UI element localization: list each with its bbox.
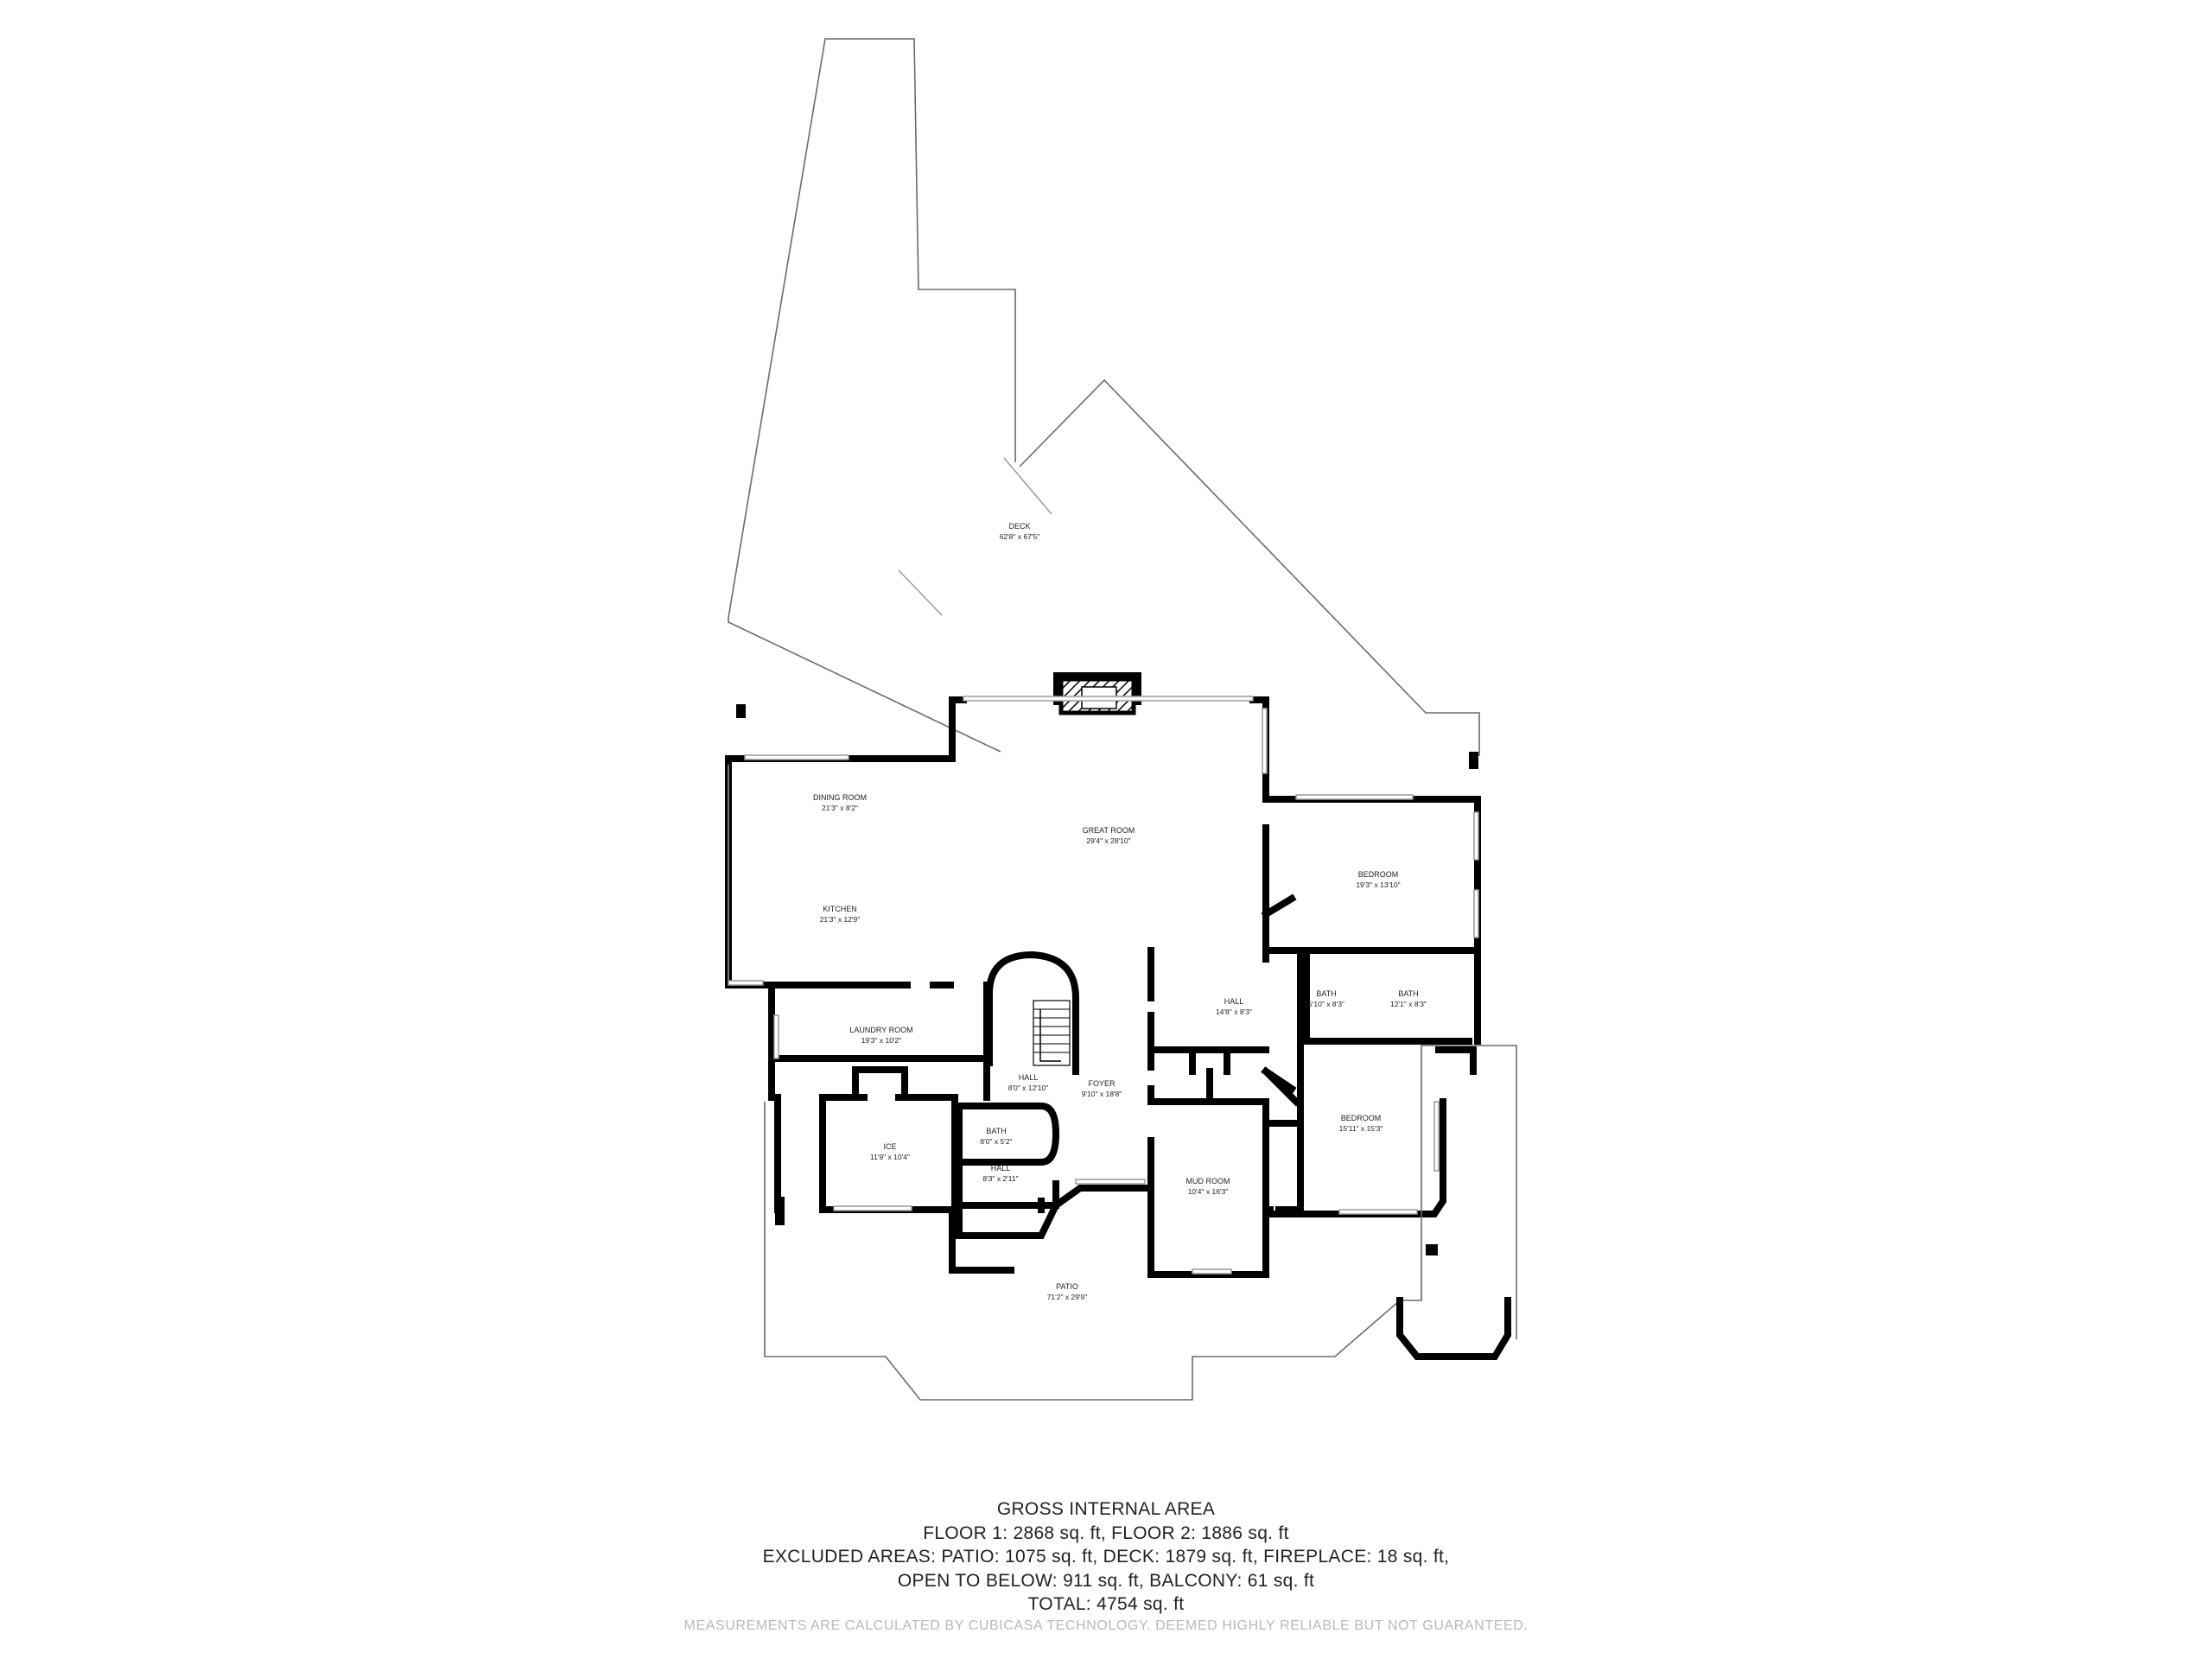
room-name-patio: PATIO [1056,1282,1078,1291]
room-dims-foyer: 9'10" x 18'8" [1082,1090,1122,1098]
room-name-bath-2: BATH [1398,989,1418,998]
room-name-mud-room: MUD ROOM [1186,1177,1230,1185]
area-excluded-2: OPEN TO BELOW: 911 sq. ft, BALCONY: 61 s… [897,1570,1315,1591]
room-name-bath-1: BATH [1316,989,1336,998]
room-name-hall-2: HALL [1019,1073,1039,1082]
room-name-ice: ICE [883,1142,896,1151]
room-dims-bedroom-1: 19'3" x 13'10" [1356,880,1400,889]
room-dims-hall-3: 8'3" x 2'11" [982,1174,1018,1183]
windows [728,696,1479,1274]
room-dims-dining-room: 21'3" x 8'2" [822,804,858,812]
room-dims-bath-3: 8'0" x 5'2" [980,1137,1012,1146]
room-name-hall-3: HALL [991,1164,1011,1173]
staircase [1033,1000,1071,1066]
area-floors: FLOOR 1: 2868 sq. ft, FLOOR 2: 1886 sq. … [923,1522,1289,1543]
area-excluded-1: EXCLUDED AREAS: PATIO: 1075 sq. ft, DECK… [762,1547,1450,1567]
room-dims-laundry-room: 19'3" x 10'2" [861,1036,902,1045]
room-dims-ice: 11'9" x 10'4" [870,1153,910,1161]
room-name-bedroom-1: BEDROOM [1358,870,1399,879]
room-name-laundry-room: LAUNDRY ROOM [849,1026,912,1034]
deck-outline [728,38,1480,756]
fireplace [1053,672,1141,715]
room-dims-bath-2: 12'1" x 8'3" [1390,1000,1427,1008]
room-dims-patio: 71'2" x 29'9" [1047,1293,1088,1301]
room-name-great-room: GREAT ROOM [1083,826,1135,835]
room-name-deck: DECK [1008,522,1030,531]
room-name-hall-1: HALL [1224,997,1244,1006]
room-labels: DECK 62'8" x 67'5" DINING ROOM 21'3" x 8… [813,522,1427,1301]
area-summary: GROSS INTERNAL AREA FLOOR 1: 2868 sq. ft… [0,1497,2212,1634]
room-dims-hall-1: 14'8" x 8'3" [1216,1007,1252,1016]
area-total: TOTAL: 4754 sq. ft [1027,1594,1185,1614]
interior-walls [768,893,1477,1278]
room-dims-bedroom-2: 15'11" x 15'3" [1339,1124,1383,1133]
room-name-bedroom-2: BEDROOM [1341,1114,1382,1122]
room-name-bath-3: BATH [986,1127,1006,1135]
room-dims-kitchen: 21'3" x 12'9" [820,915,861,924]
room-dims-bath-1: 5'10" x 8'3" [1308,1000,1344,1008]
room-dims-mud-room: 10'4" x 16'3" [1188,1187,1229,1196]
room-name-kitchen: KITCHEN [823,905,857,913]
deck-posts [736,704,1478,769]
area-heading: GROSS INTERNAL AREA [996,1499,1216,1519]
room-dims-great-room: 29'4" x 28'10" [1086,836,1130,845]
room-dims-deck: 62'8" x 67'5" [1000,532,1040,541]
patio-outline [764,1045,1517,1401]
room-dims-hall-2: 8'0" x 12'10" [1008,1084,1049,1092]
disclaimer: MEASUREMENTS ARE CALCULATED BY CUBICASA … [683,1618,1529,1633]
room-name-foyer: FOYER [1088,1079,1116,1088]
room-name-dining-room: DINING ROOM [813,793,867,802]
